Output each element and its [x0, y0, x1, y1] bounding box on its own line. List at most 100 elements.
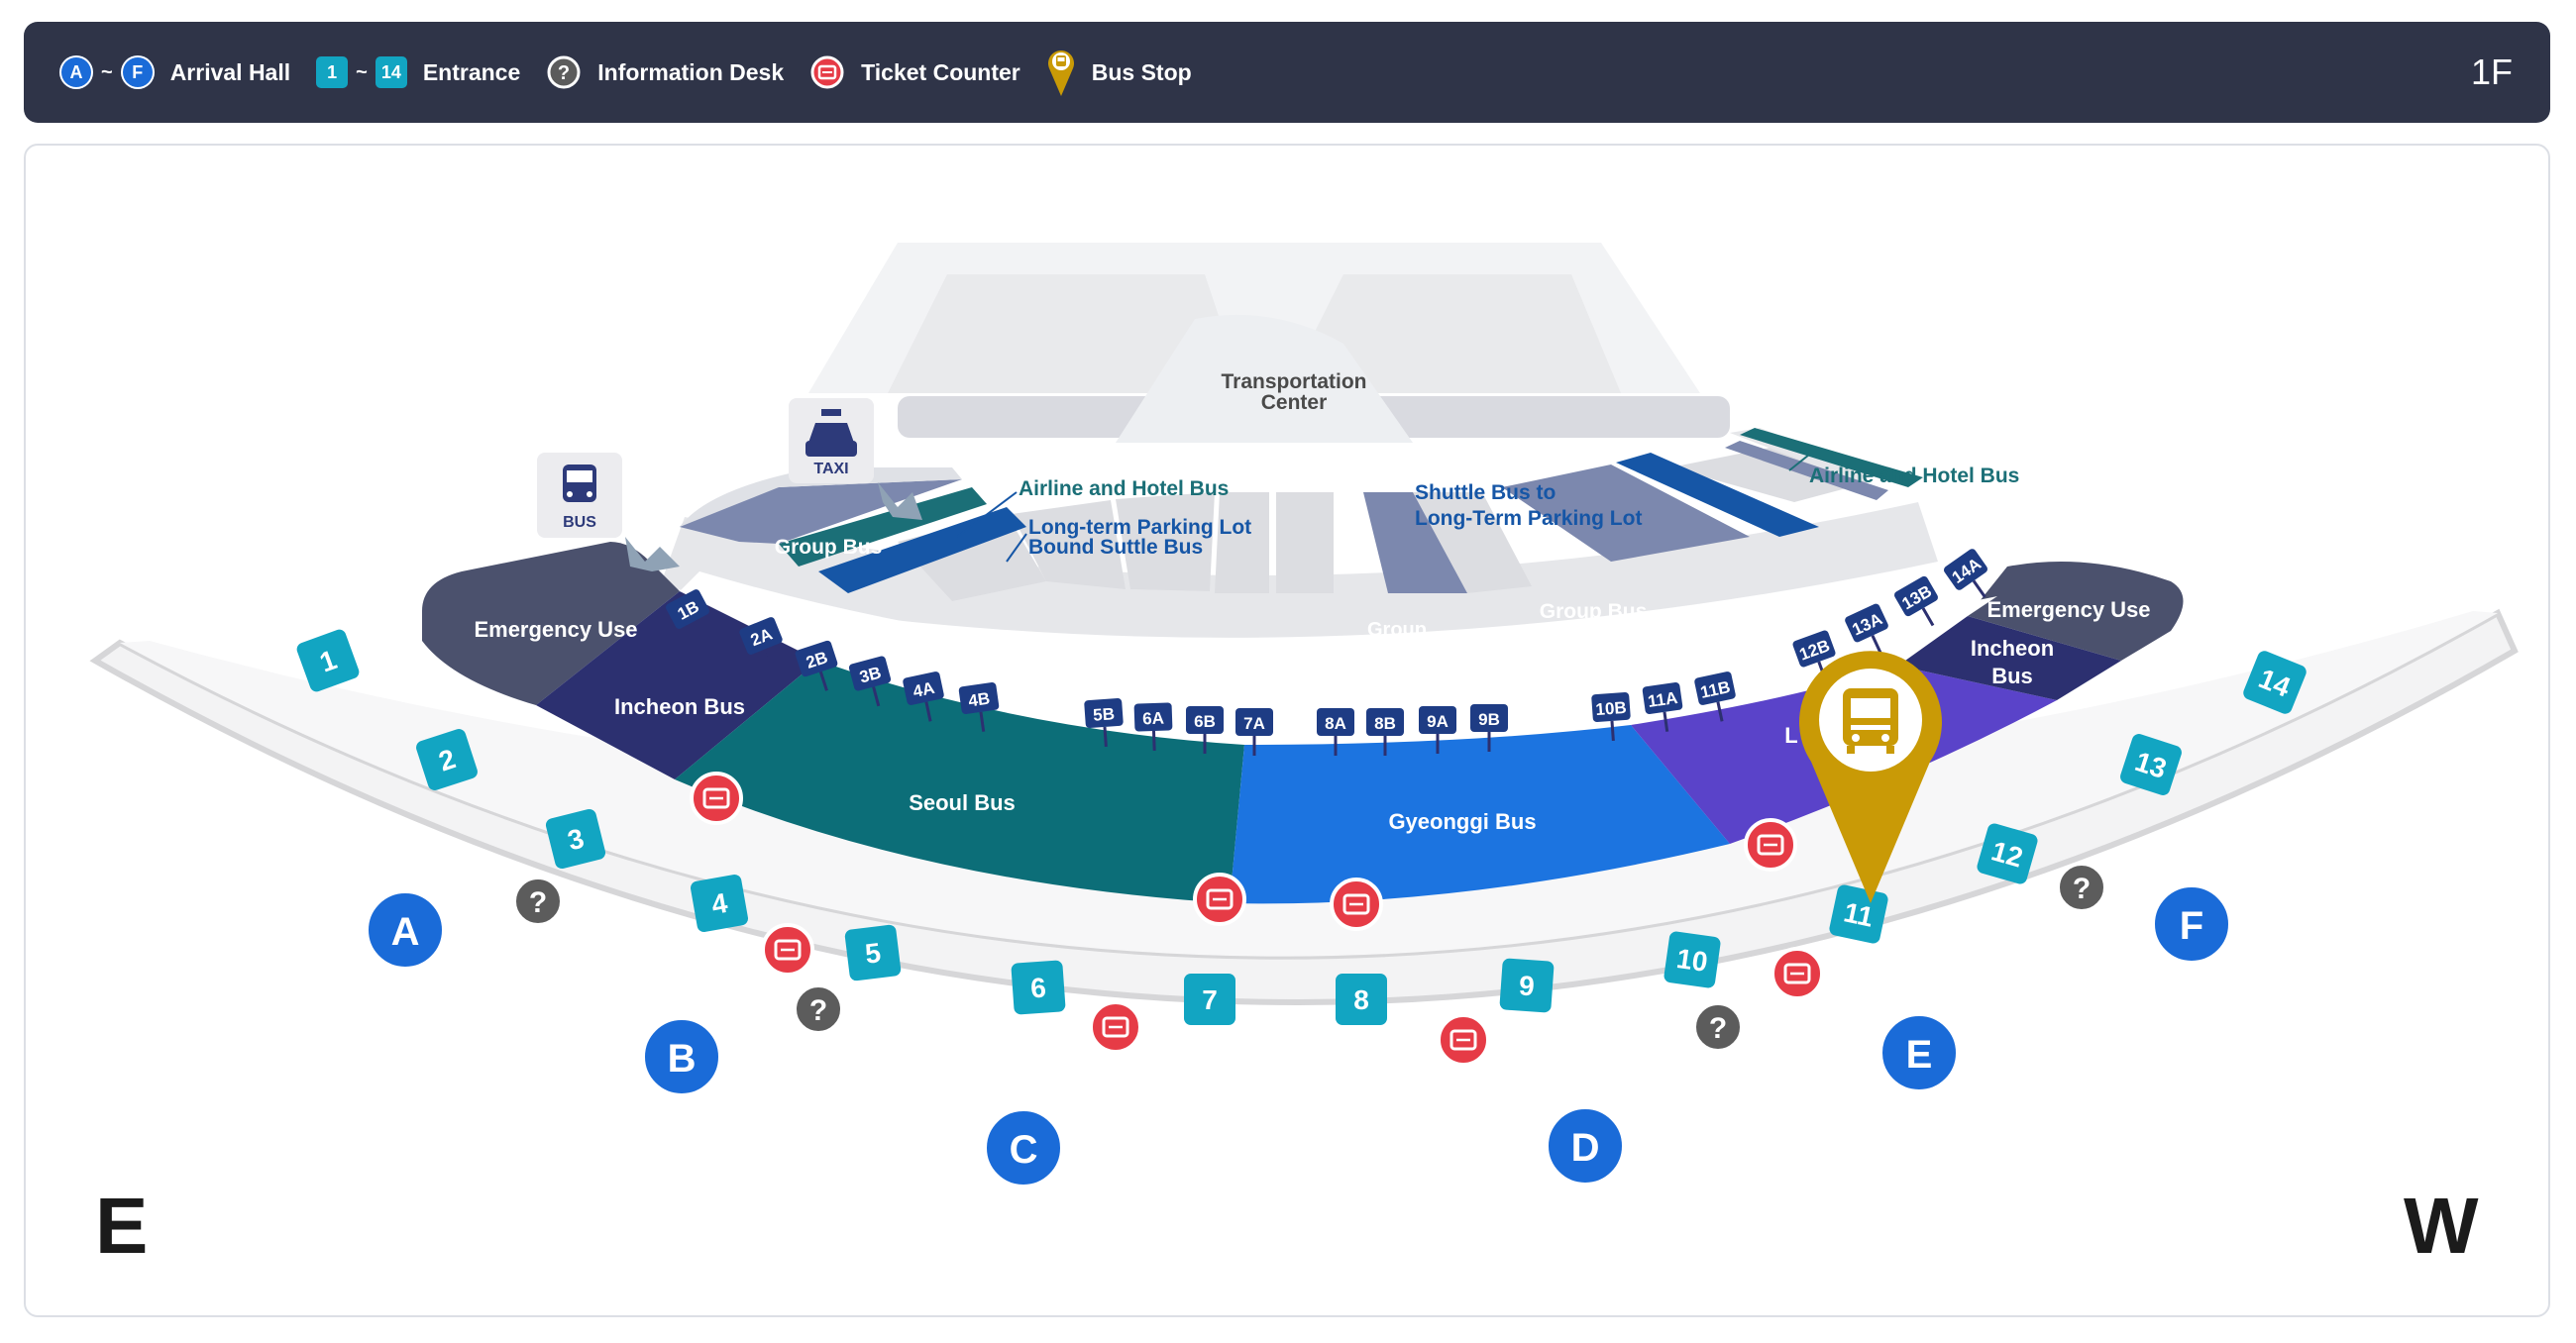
question-mark-icon[interactable]: ?: [1692, 1001, 1744, 1053]
group-bus-center-label: Group: [1367, 619, 1427, 641]
incheon-bus-west-label: Incheon: [1971, 636, 2054, 661]
entrance-13-marker[interactable]: 13: [2118, 732, 2184, 797]
entrance-2-marker[interactable]: 2: [414, 727, 480, 792]
bus-platform-marker: 8B: [1366, 708, 1404, 756]
arrival-hall-label: E: [1906, 1033, 1933, 1077]
bus-platform-marker: 11B: [1694, 672, 1736, 722]
limousine-bus-label: L: [1784, 723, 1797, 748]
entrance-7-marker[interactable]: 7: [1184, 974, 1235, 1025]
question-mark-icon: ?: [547, 55, 581, 89]
bus-platform-marker: 6A: [1133, 702, 1173, 752]
ticket-icon[interactable]: [1193, 873, 1246, 926]
entrance-label: 6: [1029, 972, 1047, 1003]
emergency-zone-east: [422, 542, 680, 705]
arrival-hall-start-badge: A: [59, 55, 93, 89]
entrance-12-marker[interactable]: 12: [1976, 822, 2039, 885]
bus-stop-pin-icon: [1047, 51, 1074, 96]
arrival-hall-b-marker[interactable]: B: [641, 1016, 722, 1097]
entrance-label: 11: [1841, 896, 1876, 932]
ticket-icon[interactable]: [1089, 1000, 1142, 1054]
platform-label: 10B: [1595, 698, 1627, 719]
question-mark-icon[interactable]: ?: [793, 983, 844, 1035]
question-mark-icon[interactable]: ?: [512, 876, 564, 927]
entrance-3-marker[interactable]: 3: [544, 807, 606, 870]
entrance-label: Entrance: [422, 58, 521, 85]
map-panel: Transportation Center: [24, 144, 2550, 1317]
incheon-bus-west-label: Bus: [1991, 664, 2033, 688]
entrance-end-badge: 14: [375, 56, 407, 88]
entrance-14-marker[interactable]: 14: [2241, 649, 2308, 716]
entrance-label: 7: [1202, 984, 1218, 1015]
bus-platform-marker: 7A: [1235, 708, 1273, 756]
inner-corridor: [120, 611, 2498, 957]
ticket-icon[interactable]: [1437, 1013, 1490, 1067]
legend-entrance: 1 ~ 14 Entrance: [316, 56, 520, 88]
entrance-label: 9: [1518, 970, 1536, 1001]
compass-east: E: [95, 1182, 149, 1270]
svg-text:?: ?: [558, 62, 570, 84]
entrance-11-marker[interactable]: 11: [1828, 883, 1889, 945]
bus-platform-marker: 2A: [739, 617, 783, 669]
legend-bus-stop: Bus Stop: [1046, 47, 1192, 98]
entrance-label: 8: [1353, 984, 1369, 1015]
platform-label: 4A: [912, 678, 936, 701]
bus-platform-marker: 5B: [1084, 697, 1124, 748]
arrival-hall-d-marker[interactable]: D: [1545, 1105, 1626, 1187]
group-bus-zone-east-top: [680, 467, 962, 527]
entrance-8-marker[interactable]: 8: [1336, 974, 1387, 1025]
ticket-icon[interactable]: [761, 923, 814, 977]
group-bus-zone-center: [1363, 492, 1467, 593]
arrow-icon: [878, 482, 922, 520]
gyeonggi-bus-label: Gyeonggi Bus: [1388, 809, 1536, 834]
parking-bay: [1116, 492, 1215, 591]
svg-text:?: ?: [2073, 873, 2091, 905]
platform-label: 11A: [1647, 688, 1679, 711]
platform-sidewalk: [680, 571, 1997, 682]
entrance-1-marker[interactable]: 1: [295, 628, 362, 694]
ticket-icon[interactable]: [1771, 947, 1824, 1000]
ticket-icon[interactable]: [690, 772, 743, 825]
legend-tilde: ~: [356, 60, 368, 83]
taxi-icon: TAXI: [789, 398, 874, 483]
group-bus-zone-west: [1502, 465, 1750, 562]
ticket-icon[interactable]: [1744, 818, 1797, 872]
incheon-bus-zone-west: [1898, 616, 2121, 700]
platform-label: 8B: [1374, 714, 1396, 733]
arrow-icon: [625, 537, 680, 571]
transportation-center-building: [808, 243, 1730, 443]
entrance-label: 4: [709, 887, 730, 920]
information-desk-label: Information Desk: [597, 58, 785, 85]
airline-hotel-bus-lane-west: [1740, 428, 1923, 487]
question-mark-icon[interactable]: ?: [2056, 862, 2107, 913]
ticket-icon[interactable]: [1330, 878, 1383, 931]
arrival-hall-f-marker[interactable]: F: [2151, 883, 2232, 965]
long-term-parking-label: Long-term Parking Lot: [1028, 516, 1251, 539]
parking-bay: [1670, 448, 1869, 502]
entrance-5-marker[interactable]: 5: [844, 924, 902, 981]
arrival-hall-e-marker[interactable]: E: [1878, 1012, 1960, 1093]
entrance-label: 5: [863, 937, 882, 970]
arrival-hall-a-marker[interactable]: A: [365, 889, 446, 971]
bus-platform-marker: 4B: [958, 682, 1000, 732]
svg-text:?: ?: [809, 994, 827, 1027]
entrance-4-marker[interactable]: 4: [690, 874, 749, 933]
arrival-hall-label: B: [668, 1037, 697, 1081]
entrance-6-marker[interactable]: 6: [1011, 960, 1066, 1015]
bus-platform-marker: 11A: [1642, 682, 1683, 732]
platform-label: 7A: [1243, 714, 1265, 733]
arrival-hall-label: D: [1571, 1126, 1600, 1170]
entrance-9-marker[interactable]: 9: [1499, 958, 1555, 1013]
platform-label: 6A: [1142, 709, 1164, 729]
callout-line: [1006, 533, 1027, 563]
arrival-hall-c-marker[interactable]: C: [983, 1107, 1064, 1188]
entrance-10-marker[interactable]: 10: [1664, 931, 1722, 989]
long-term-parking-label: Bound Suttle Bus: [1028, 536, 1203, 559]
platform-label: 6B: [1194, 712, 1216, 731]
bus-stop-pin-icon[interactable]: [1799, 651, 1942, 903]
bus-platform-marker: 4A: [903, 672, 944, 722]
info-desks-layer: ????: [512, 862, 2107, 1053]
transportation-center-label: Transportation: [1221, 370, 1366, 393]
ticket-counter-label: Ticket Counter: [861, 58, 1020, 85]
